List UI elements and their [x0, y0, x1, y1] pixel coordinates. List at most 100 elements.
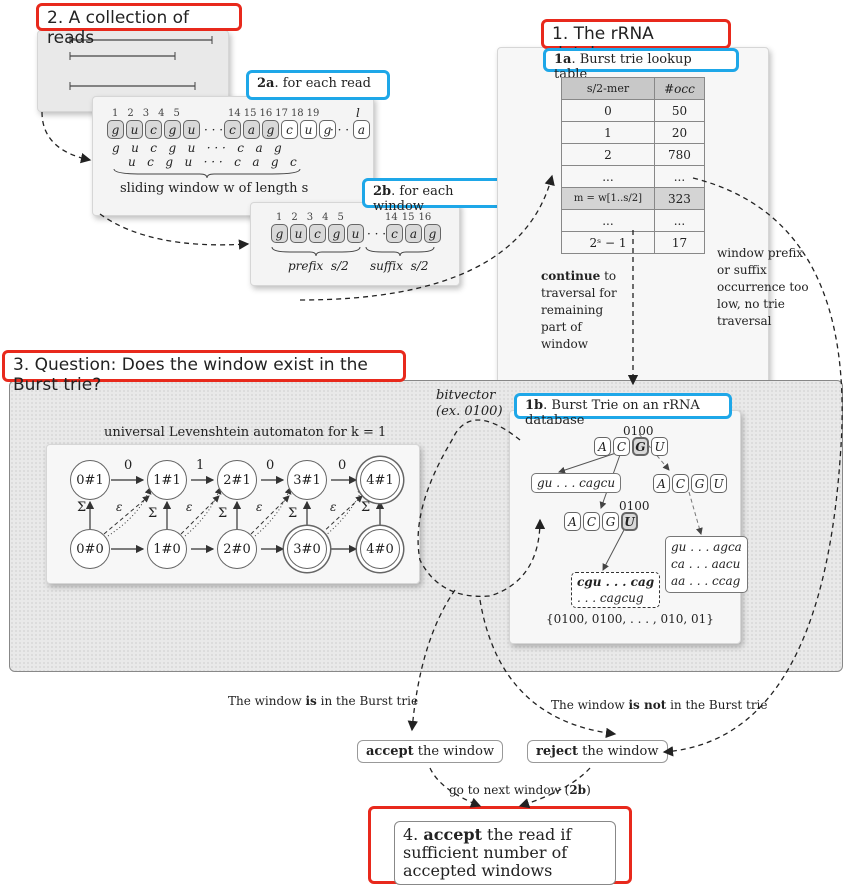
epsilon-label-3: ε	[256, 500, 263, 514]
pos: 19	[306, 108, 320, 119]
cell: 780	[653, 143, 706, 166]
window-ellipsis: · · ·	[367, 227, 387, 241]
base: g	[271, 224, 288, 243]
trie-bitset: {0100, 0100, . . . , 010, 01}	[546, 612, 714, 626]
trie-cell: U	[621, 512, 638, 531]
cell: 2	[561, 143, 655, 166]
step3-title: 3. Question: Does the window exist in th…	[2, 350, 406, 395]
sigma-label-3: Σ	[288, 506, 298, 521]
text: in the Burst trie	[316, 694, 419, 708]
edge-label-1: 0	[124, 458, 133, 473]
continue-rest: to traversal for remaining part of windo…	[541, 269, 617, 351]
prefix-suffix-braces	[271, 246, 435, 257]
base: u	[300, 120, 317, 139]
last-base: a	[353, 120, 370, 139]
state-2-0: 2#0	[217, 529, 257, 569]
step3-title-text: 3. Question: Does the window exist in th…	[13, 355, 368, 395]
bucket-entry: aa . . . ccag	[671, 574, 741, 588]
pos: 2	[291, 212, 298, 223]
state-0-0: 0#0	[70, 529, 110, 569]
table-row: ......	[561, 165, 706, 188]
trie-bits-top: 0100	[623, 424, 654, 438]
base: g	[107, 120, 124, 139]
pos: 1	[276, 212, 283, 223]
base: c	[386, 224, 403, 243]
state-4-0: 4#0	[360, 529, 400, 569]
trie-cell: C	[613, 437, 630, 456]
state-0-1: 0#1	[70, 460, 110, 500]
window-caption: sliding window w of length s	[120, 181, 309, 196]
epsilon-label-1: ε	[116, 500, 123, 514]
window-brace	[113, 168, 301, 179]
cell: 50	[653, 99, 706, 122]
bitvector-example: (ex. 0100)	[436, 404, 503, 419]
base: a	[243, 120, 260, 139]
base: u	[347, 224, 364, 243]
read-pos-l: l	[356, 106, 360, 120]
base: g	[262, 120, 279, 139]
pos: 5	[173, 108, 180, 119]
state-label: 0#1	[76, 472, 104, 488]
text: the window	[413, 744, 495, 759]
cell: 2ˢ − 1	[561, 231, 655, 254]
state-label: 3#1	[293, 472, 321, 488]
pos: 16	[259, 108, 273, 119]
edge-label-2: 1	[196, 458, 205, 473]
pos: 4	[322, 212, 329, 223]
step2-title: 2. A collection of reads	[36, 3, 242, 48]
step2-title-text: 2. A collection of reads	[47, 8, 190, 48]
trie-bucket-1: gu . . . cagcu	[531, 473, 622, 493]
bitvector-word: bitvector	[436, 388, 496, 403]
lookup-header-occ: #occ	[653, 77, 706, 100]
base: c	[281, 120, 298, 139]
trie-cell: G	[632, 437, 649, 456]
trie-cell: A	[653, 474, 670, 493]
base: g	[424, 224, 441, 243]
trie-cell: A	[564, 512, 581, 531]
cell: ...	[653, 209, 706, 232]
pos: 3	[306, 212, 314, 223]
cell: 1	[561, 121, 655, 144]
text: 4.	[403, 825, 419, 844]
base: a	[405, 224, 422, 243]
pos: 5	[337, 212, 344, 223]
step2a-prefix: 2a	[257, 76, 275, 91]
text: )	[586, 783, 591, 797]
text: reject	[536, 744, 579, 759]
sigma-label-0: Σ	[77, 500, 87, 515]
trie-cell: C	[583, 512, 600, 531]
base: c	[224, 120, 241, 139]
read-ellipsis-2: · · ·	[330, 123, 350, 137]
state-label: 2#0	[223, 541, 251, 557]
accept-window-box: accept the window	[357, 740, 504, 763]
table-row: ......	[561, 209, 706, 232]
cell: ...	[561, 165, 655, 188]
pos: 4	[158, 108, 165, 119]
base: c	[145, 120, 162, 139]
trie-cell: G	[602, 512, 619, 531]
bitvector-label: bitvector (ex. 0100)	[436, 388, 503, 420]
state-1-1: 1#1	[147, 460, 187, 500]
state-label: 4#1	[366, 472, 394, 488]
trie-cell: G	[691, 474, 708, 493]
lookup-header-mer: s/2-mer	[561, 77, 655, 100]
state-3-1: 3#1	[287, 460, 327, 500]
outcome-in-trie: The window is in the Burst trie	[228, 694, 418, 708]
state-label: 1#0	[153, 541, 181, 557]
trie-bits-mid: 0100	[619, 499, 650, 513]
sigma-label-2: Σ	[218, 506, 228, 521]
pos: 15	[401, 212, 415, 223]
window-row-1: g u c g u · · · c a g	[112, 141, 282, 155]
suffix-label: suffix s/2	[370, 259, 429, 273]
low-occurrence-note: window prefix or suffix occurrence too l…	[717, 245, 809, 330]
